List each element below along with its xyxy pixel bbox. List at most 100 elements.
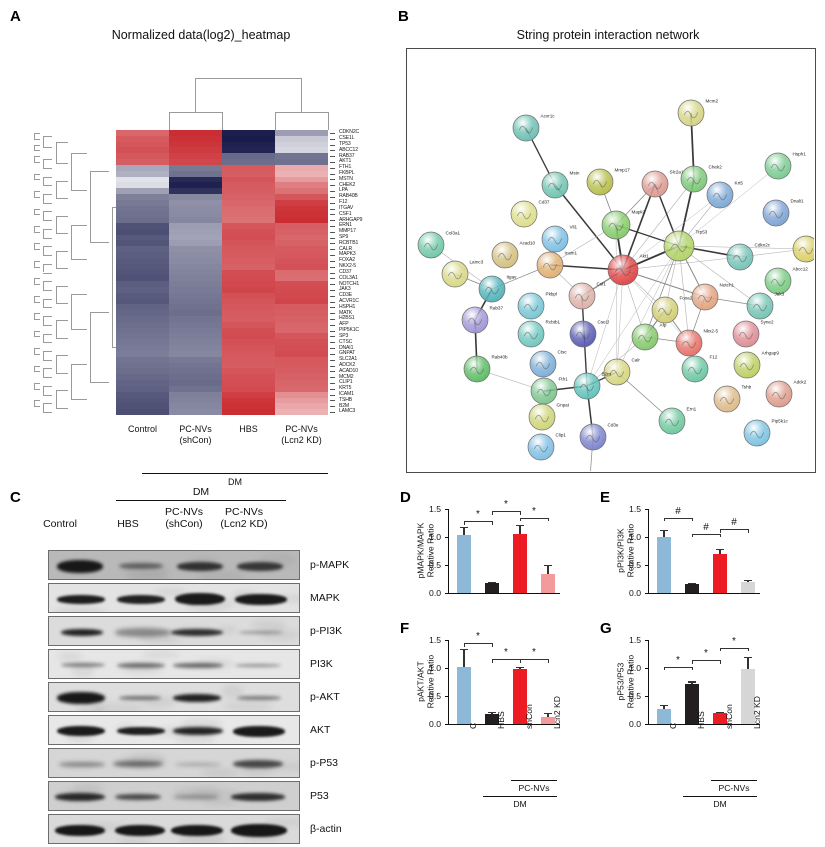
- heatmap-column-labels: ControlPC-NVs(shCon)HBSPC-NVs(Lcn2 KD): [116, 420, 328, 470]
- network-node[interactable]: [529, 404, 555, 430]
- network-node[interactable]: [569, 283, 595, 309]
- network-node[interactable]: [531, 378, 557, 404]
- network-node[interactable]: [734, 352, 760, 378]
- gene-tick: [330, 133, 335, 134]
- network-node[interactable]: [479, 276, 505, 302]
- rowdend-h: [56, 251, 68, 252]
- gene-tick: [330, 145, 335, 146]
- network-node[interactable]: [659, 408, 685, 434]
- rowdend-h: [90, 242, 109, 243]
- y-tick-label: 0.5: [614, 691, 641, 701]
- network-node[interactable]: [793, 236, 814, 262]
- rowdend-v: [34, 366, 35, 372]
- network-node[interactable]: [418, 232, 444, 258]
- error-bar: [547, 565, 548, 574]
- blot-target-label: β-actin: [310, 823, 342, 835]
- network-node[interactable]: [518, 321, 544, 347]
- network-node[interactable]: [518, 293, 544, 319]
- significance-tick: [492, 643, 493, 647]
- error-bar: [747, 657, 748, 669]
- blot-band: [61, 629, 103, 636]
- blot-noise: [117, 838, 150, 844]
- rowdend-h: [43, 264, 52, 265]
- network-node[interactable]: [681, 166, 707, 192]
- network-node[interactable]: [682, 356, 708, 382]
- network-node[interactable]: [542, 226, 568, 252]
- network-node[interactable]: [462, 307, 488, 333]
- network-node[interactable]: [664, 231, 694, 261]
- network-node[interactable]: [570, 321, 596, 347]
- network-node[interactable]: [744, 420, 770, 446]
- network-node[interactable]: [765, 153, 791, 179]
- network-node[interactable]: [678, 100, 704, 126]
- significance-line: [664, 518, 692, 519]
- rowdend-h: [71, 364, 87, 365]
- network-node[interactable]: [511, 201, 537, 227]
- rowdend-v: [56, 355, 57, 372]
- network-node[interactable]: [530, 351, 556, 377]
- network-node-label: Fth1: [559, 377, 569, 382]
- plot-area: 0.00.51.01.5***CHBSshConLcn2 KD: [448, 640, 560, 724]
- blot-band: [57, 560, 103, 573]
- rowdend-h: [43, 290, 52, 291]
- network-node[interactable]: [464, 356, 490, 382]
- network-node[interactable]: [714, 386, 740, 412]
- y-tick: [645, 537, 649, 538]
- network-node-label: Trp53: [696, 230, 708, 235]
- network-node[interactable]: [513, 115, 539, 141]
- network-node[interactable]: [528, 434, 554, 460]
- gene-tick: [330, 331, 335, 332]
- rowdend-v: [56, 216, 57, 233]
- network-node[interactable]: [608, 255, 638, 285]
- heatmap-cell: [275, 409, 328, 415]
- network-node[interactable]: [765, 268, 791, 294]
- blot-band: [57, 692, 105, 704]
- gene-tick: [330, 191, 335, 192]
- y-axis-label-line2: Relative Ratio: [426, 634, 436, 730]
- network-node[interactable]: [632, 324, 658, 350]
- blot-noise: [223, 702, 273, 712]
- rowdend-v: [43, 386, 44, 395]
- network-node[interactable]: [537, 252, 563, 278]
- rowdend-h: [34, 139, 40, 140]
- network-node[interactable]: [733, 321, 759, 347]
- error-cap: [688, 583, 696, 584]
- gene-tick: [330, 395, 335, 396]
- network-node-label: Gnpat: [557, 403, 570, 408]
- network-node[interactable]: [747, 293, 773, 319]
- rowdend-h: [34, 406, 40, 407]
- network-node[interactable]: [580, 424, 606, 450]
- blot-target-label: PI3K: [310, 658, 333, 670]
- network-node-label: Col3a1: [446, 231, 461, 236]
- network-node[interactable]: [542, 172, 568, 198]
- gene-tick: [330, 342, 335, 343]
- network-node[interactable]: [766, 381, 792, 407]
- network-node[interactable]: [642, 171, 668, 197]
- rowdend-h: [43, 168, 52, 169]
- blot-dm-label: DM: [116, 486, 286, 498]
- rowdend-h: [43, 229, 52, 230]
- network-node[interactable]: [492, 242, 518, 268]
- y-axis: [448, 509, 449, 593]
- network-node[interactable]: [707, 182, 733, 208]
- x-tick-label-2: shCon: [524, 704, 534, 729]
- network-node[interactable]: [652, 297, 678, 323]
- rowdend-h: [43, 342, 52, 343]
- network-node[interactable]: [602, 211, 630, 239]
- network-node[interactable]: [442, 261, 468, 287]
- y-tick-label: 1.5: [414, 504, 441, 514]
- dend-leaf-3: [328, 112, 329, 130]
- gene-tick: [330, 406, 335, 407]
- rowdend-h: [34, 214, 40, 215]
- network-node[interactable]: [574, 373, 600, 399]
- network-node[interactable]: [692, 284, 718, 310]
- network-node[interactable]: [763, 200, 789, 226]
- network-node[interactable]: [676, 330, 702, 356]
- rowdend-h: [90, 382, 109, 383]
- network-node[interactable]: [587, 169, 613, 195]
- significance-tick: [692, 534, 693, 538]
- network-node[interactable]: [727, 244, 753, 270]
- y-tick-label: 1.0: [414, 663, 441, 673]
- gene-tick: [330, 238, 335, 239]
- gene-tick: [330, 226, 335, 227]
